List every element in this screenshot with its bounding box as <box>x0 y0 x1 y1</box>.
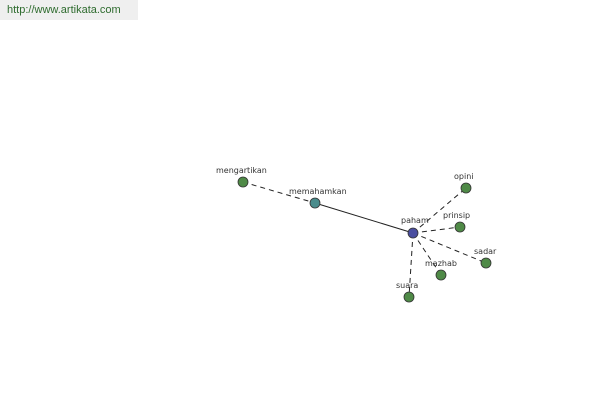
url-banner: http://www.artikata.com <box>0 0 138 20</box>
edge-memahamkan-paham <box>314 202 414 234</box>
node-opini-dot[interactable] <box>460 182 472 194</box>
edge-paham-suara <box>408 232 414 298</box>
edge-paham-prinsip <box>412 226 461 234</box>
site-url-link[interactable]: http://www.artikata.com <box>7 4 121 16</box>
node-mazhab[interactable]: mazhab <box>425 259 457 281</box>
node-mengartikan-dot[interactable] <box>237 176 249 188</box>
node-suara-dot[interactable] <box>403 291 415 303</box>
nodes-layer: paham memahamkan mengartikan opini prinsip sa… <box>216 166 497 303</box>
node-prinsip-dot[interactable] <box>454 221 466 233</box>
edge-paham-mazhab <box>412 232 442 276</box>
node-suara[interactable]: suara <box>396 281 418 303</box>
edge-mengartikan-memahamkan <box>242 181 316 204</box>
edges-layer <box>242 181 487 298</box>
node-opini[interactable]: opini <box>454 172 474 194</box>
node-prinsip[interactable]: prinsip <box>443 211 470 233</box>
node-sadar-dot[interactable] <box>480 257 492 269</box>
node-mazhab-label[interactable]: mazhab <box>425 259 457 268</box>
node-mengartikan-label[interactable]: mengartikan <box>216 166 267 175</box>
node-sadar[interactable]: sadar <box>474 247 497 269</box>
node-mazhab-dot[interactable] <box>435 269 447 281</box>
node-memahamkan[interactable]: memahamkan <box>289 187 347 209</box>
node-opini-label[interactable]: opini <box>454 172 474 181</box>
node-memahamkan-dot[interactable] <box>309 197 321 209</box>
node-paham-label[interactable]: paham <box>401 216 429 225</box>
node-sadar-label[interactable]: sadar <box>474 247 497 256</box>
node-paham[interactable]: paham <box>401 216 429 239</box>
node-suara-label[interactable]: suara <box>396 281 418 290</box>
node-mengartikan[interactable]: mengartikan <box>216 166 267 188</box>
edge-paham-opini <box>412 187 467 234</box>
node-memahamkan-label[interactable]: memahamkan <box>289 187 347 196</box>
node-prinsip-label[interactable]: prinsip <box>443 211 470 220</box>
edge-paham-sadar <box>412 232 487 264</box>
node-paham-dot[interactable] <box>407 227 419 239</box>
